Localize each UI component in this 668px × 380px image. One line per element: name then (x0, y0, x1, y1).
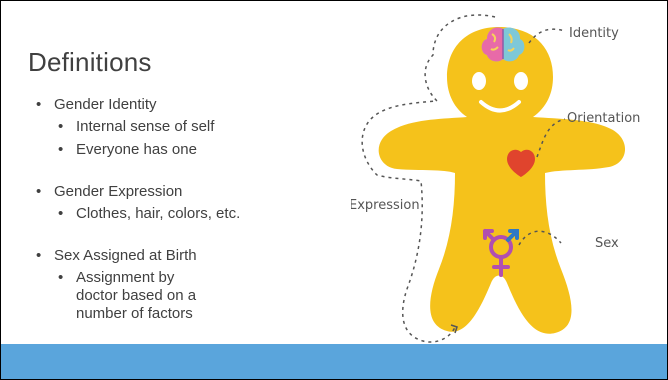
right-eye (514, 72, 528, 90)
sub-bullet-assignment-by-doctor: Assignment by doctor based on a number o… (36, 269, 206, 323)
gingerbread-body (379, 27, 625, 334)
left-eye (472, 72, 486, 90)
sub-bullet-clothes-hair: Clothes, hair, colors, etc. (36, 205, 336, 223)
sub-bullet-internal-sense: Internal sense of self (36, 118, 336, 136)
slide-title: Definitions (28, 47, 152, 78)
label-orientation: Orientation (567, 111, 640, 126)
bullet-spacer (36, 223, 336, 247)
genderbread-illustration: Identity Orientation Expression Sex (351, 7, 667, 343)
sub-bullet-everyone-has-one: Everyone has one (36, 141, 336, 159)
bullet-spacer (36, 159, 336, 183)
bullet-gender-identity: Gender Identity (36, 96, 336, 114)
bottom-accent-bar (1, 344, 667, 379)
bullet-list: Gender Identity Internal sense of self E… (36, 96, 336, 323)
bullet-sex-assigned: Sex Assigned at Birth (36, 247, 336, 265)
label-expression: Expression (351, 198, 420, 213)
genderbread-figure: Identity Orientation Expression Sex (351, 7, 667, 343)
label-sex: Sex (595, 236, 619, 251)
label-identity: Identity (569, 26, 619, 41)
bullet-gender-expression: Gender Expression (36, 183, 336, 201)
